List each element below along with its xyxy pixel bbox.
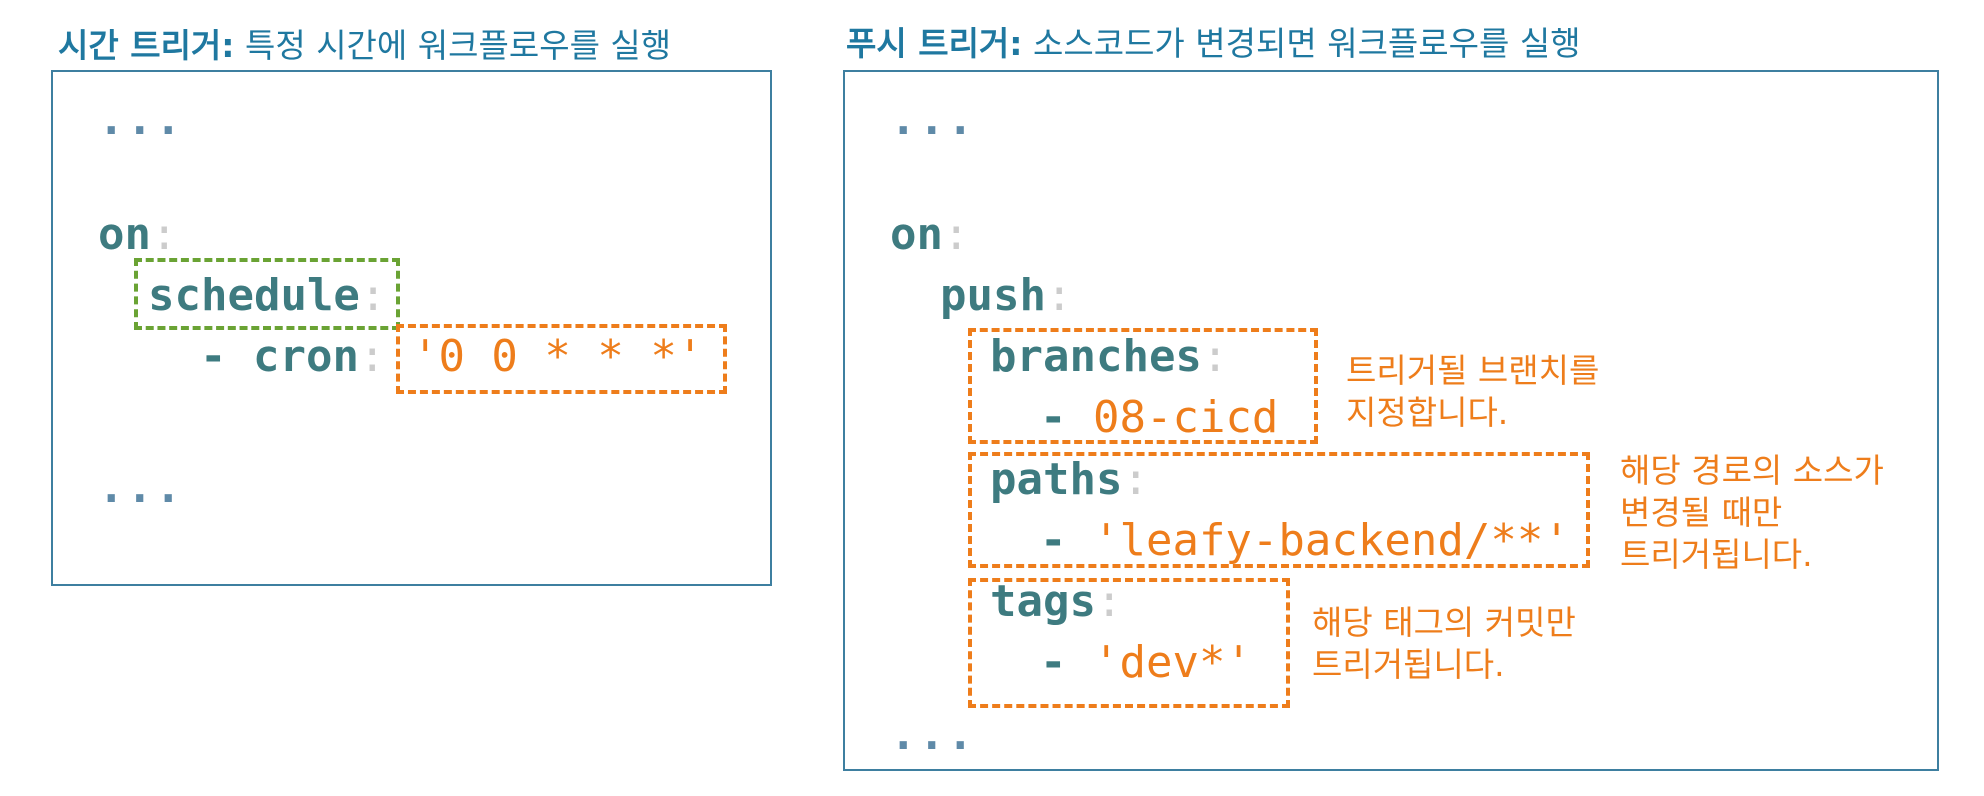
left-ellipsis-top: ...	[98, 94, 184, 145]
left-cron-line: - cron: '0 0 * * *'	[200, 327, 703, 387]
left-schedule-colon: :	[359, 270, 387, 321]
left-cron-value: '0 0 * * *'	[411, 331, 704, 382]
right-push-line: push:	[940, 266, 1072, 326]
right-paths-value-line: - 'leafy-backend/**'	[1040, 511, 1570, 571]
left-schedule-line: schedule:	[148, 266, 386, 326]
right-push-key: push	[940, 270, 1046, 321]
right-on-colon: :	[942, 209, 970, 260]
right-paths-line: paths:	[990, 450, 1149, 510]
left-on-line: on:	[98, 205, 177, 265]
paths-annotation: 해당 경로의 소스가 변경될 때만 트리거됩니다.	[1620, 451, 1884, 574]
right-title-rest: 소스코드가 변경되면 워크플로우를 실행	[1022, 24, 1581, 63]
right-branches-colon: :	[1201, 331, 1229, 382]
left-title-bold: 시간 트리거:	[58, 26, 235, 65]
tags-highlight-box	[968, 578, 1290, 708]
right-tags-key: tags	[990, 576, 1096, 627]
right-ellipsis-bottom: ...	[890, 709, 976, 760]
right-branches-value: 08-cicd	[1092, 392, 1279, 443]
right-code-panel	[843, 70, 1939, 771]
left-schedule-key: schedule	[148, 270, 360, 321]
tags-annotation: 해당 태그의 커밋만 트리거됩니다.	[1312, 603, 1576, 684]
right-ellipsis-top: ...	[890, 94, 976, 145]
right-tags-value-line: - 'dev*'	[1040, 633, 1252, 693]
cron-value-highlight-box	[396, 324, 727, 394]
right-on-line: on:	[890, 205, 969, 265]
right-title-bold: 푸시 트리거:	[846, 24, 1023, 63]
left-title-rest: 특정 시간에 워크플로우를 실행	[234, 26, 672, 65]
left-on-colon: :	[150, 209, 178, 260]
right-paths-colon: :	[1122, 454, 1149, 505]
branches-annotation: 트리거될 브랜치를 지정합니다.	[1346, 351, 1600, 432]
right-panel-title: 푸시 트리거: 소스코드가 변경되면 워크플로우를 실행	[846, 22, 1581, 66]
right-tags-dash: -	[1040, 637, 1093, 688]
schedule-highlight-box	[134, 258, 400, 330]
right-paths-dash: -	[1040, 515, 1093, 566]
right-branches-dash: -	[1040, 392, 1093, 443]
branches-highlight-box	[968, 328, 1318, 444]
paths-highlight-box	[968, 452, 1590, 568]
left-panel-title: 시간 트리거: 특정 시간에 워크플로우를 실행	[58, 24, 671, 68]
right-paths-value: 'leafy-backend/**'	[1092, 515, 1570, 566]
right-push-colon: :	[1045, 270, 1073, 321]
right-branches-key: branches	[990, 331, 1202, 382]
left-cron-colon: :	[358, 331, 386, 382]
left-ellipsis-bottom: ...	[98, 462, 184, 513]
right-tags-colon: :	[1095, 576, 1123, 627]
right-tags-value: 'dev*'	[1092, 637, 1252, 688]
right-branches-line: branches:	[990, 327, 1228, 387]
right-on-key: on	[890, 209, 943, 260]
right-paths-key: paths	[990, 454, 1123, 505]
right-tags-line: tags:	[990, 572, 1122, 632]
right-branches-value-line: - 08-cicd	[1040, 388, 1278, 448]
left-on-key: on	[98, 209, 151, 260]
left-cron-key: - cron	[200, 331, 359, 382]
